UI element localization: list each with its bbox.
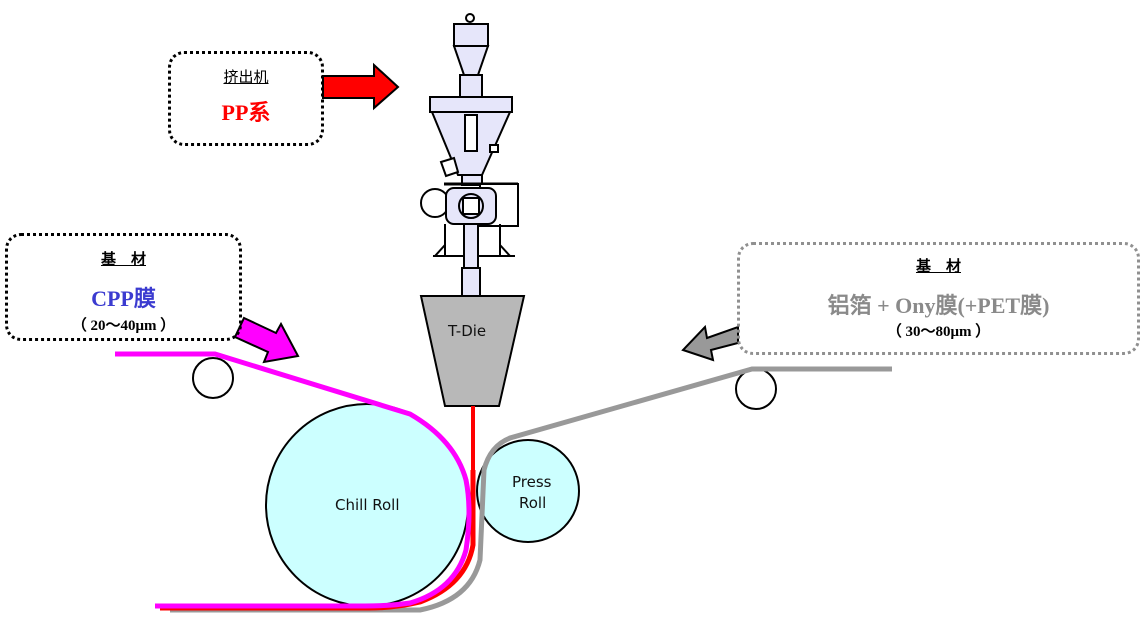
- extruder-machine: [420, 13, 519, 297]
- left-guide-roller: [192, 357, 234, 399]
- chill-roll-label: Chill Roll: [335, 496, 400, 514]
- cpp-arrow-icon: [233, 316, 300, 364]
- right-film-arrow-icon: [681, 324, 739, 362]
- extruder-material: PP系: [221, 100, 271, 125]
- right-film-path: [170, 366, 892, 613]
- t-die-label: T-Die: [447, 322, 486, 340]
- extruder-arrow-icon: [322, 62, 400, 111]
- right-substrate-box: 基 材 铝箔 + Ony膜(+PET膜) （ 30～80μm ）: [737, 242, 1140, 355]
- left-substrate-header: 基 材: [100, 250, 146, 268]
- press-roll-label-1: Press: [512, 473, 552, 491]
- press-roll: [476, 439, 580, 543]
- right-substrate-thickness: （ 30～80μm ）: [886, 324, 991, 340]
- t-die: T-Die: [419, 295, 526, 407]
- right-substrate-header: 基 材: [915, 257, 961, 275]
- right-guide-roller: [735, 368, 777, 410]
- extruder-box: 挤出机 PP系: [168, 51, 324, 146]
- press-roll-label-2: Roll: [519, 494, 546, 512]
- extruder-box-header: 挤出机: [223, 68, 269, 86]
- right-substrate-material: 铝箔 + Ony膜(+PET膜): [827, 293, 1050, 318]
- cpp-film-path: [115, 351, 472, 609]
- left-substrate-box: 基 材 CPP膜 （ 20～40μm ）: [5, 233, 242, 341]
- left-substrate-material: CPP膜: [91, 286, 156, 311]
- left-substrate-thickness: （ 20～40μm ）: [71, 318, 176, 334]
